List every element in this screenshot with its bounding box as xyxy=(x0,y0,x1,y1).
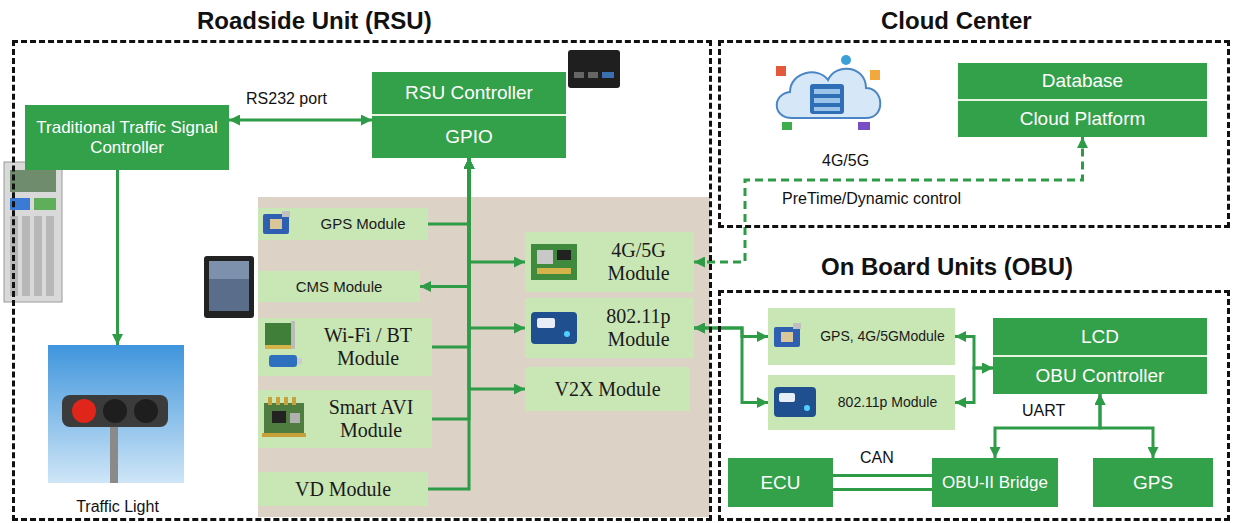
box-label: OBU-II Bridge xyxy=(942,473,1048,493)
connector-line xyxy=(469,158,525,262)
connector-label: RS232 port xyxy=(246,90,327,108)
box-label: ECU xyxy=(760,472,800,494)
gps-chip-icon xyxy=(773,322,805,350)
box-label: Wi-Fi / BT Module xyxy=(310,324,426,370)
connector-line xyxy=(955,337,993,369)
module-box: 802.11p Module xyxy=(525,298,694,358)
box-label: VD Module xyxy=(295,478,391,501)
link-label: 4G/5G xyxy=(822,152,869,170)
box-label: V2X Module xyxy=(554,378,660,401)
box-label: GPIO xyxy=(372,114,566,158)
controller-box: RSU ControllerGPIO xyxy=(372,72,566,158)
connector-line xyxy=(995,394,1100,458)
connector-line xyxy=(432,158,469,419)
box-label: 802.11p Module xyxy=(589,305,688,351)
connector-line xyxy=(469,158,525,389)
connector xyxy=(694,328,768,403)
module-panel xyxy=(258,197,710,517)
gps-chip-icon xyxy=(262,210,294,236)
module-box: 802.11p Module xyxy=(768,375,955,430)
connector-line xyxy=(432,158,469,347)
box-label: LCD xyxy=(993,318,1207,355)
connector xyxy=(432,158,469,347)
dsrc-device-icon xyxy=(529,308,581,348)
module-box: GPS Module xyxy=(258,208,428,240)
connector xyxy=(229,120,372,121)
box-label: 4G/5G Module xyxy=(589,239,688,285)
box-label: Database xyxy=(958,63,1207,99)
connector xyxy=(955,368,993,403)
component-box: OBU-II Bridge xyxy=(932,458,1058,507)
connector-label: CAN xyxy=(860,449,894,467)
connector xyxy=(469,158,525,262)
module-box: VD Module xyxy=(258,472,428,506)
region-frame: Roadside Unit (RSU)Traditional Traffic S… xyxy=(12,40,712,521)
region-frame: On Board Units (OBU)GPS, 4G/5GModule 802… xyxy=(718,290,1230,521)
connector xyxy=(469,158,525,389)
connector-label: PreTime/Dynamic control xyxy=(782,190,961,208)
connector xyxy=(694,137,1083,262)
connector-line xyxy=(116,170,119,345)
module-box: Smart AVI Module xyxy=(258,390,432,448)
controller-box: Traditional Traffic Signal Controller xyxy=(25,105,229,170)
module-box: GPS, 4G/5GModule xyxy=(768,308,955,365)
box-label: OBU Controller xyxy=(993,355,1207,394)
cms-screen-photo xyxy=(204,256,254,318)
component-box: ECU xyxy=(728,458,833,507)
platform-box: DatabaseCloud Platform xyxy=(958,63,1207,137)
wifi-card-icon xyxy=(261,321,303,373)
connector-line xyxy=(833,474,932,477)
cellular-board-icon xyxy=(529,238,581,286)
rsu-device-photo xyxy=(568,50,620,88)
traffic-light-picture xyxy=(48,345,186,485)
box-label: RSU Controller xyxy=(372,72,566,114)
box-label: GPS xyxy=(1133,472,1173,494)
traffic-light: Traffic Light xyxy=(40,345,195,518)
module-box: Wi-Fi / BT Module xyxy=(258,318,432,376)
cloud-icon xyxy=(776,55,880,130)
connector-line xyxy=(1100,394,1153,458)
box-label: Traditional Traffic Signal Controller xyxy=(33,118,221,157)
connector xyxy=(1100,394,1153,458)
box-label: 802.11p Module xyxy=(838,394,937,410)
box-label: Smart AVI Module xyxy=(316,396,426,442)
connector-line xyxy=(694,137,1083,262)
region-title: Cloud Center xyxy=(881,7,1032,35)
connector-line xyxy=(428,158,469,224)
bus-cable xyxy=(833,476,932,490)
connector xyxy=(955,337,993,369)
box-label: GPS, 4G/5GModule xyxy=(820,328,945,344)
connector xyxy=(117,170,118,345)
module-box: 4G/5G Module xyxy=(525,232,694,292)
region-title: Roadside Unit (RSU) xyxy=(197,7,432,35)
controller-box: LCDOBU Controller xyxy=(993,318,1207,394)
box-label: CMS Module xyxy=(296,278,383,295)
connector-label: UART xyxy=(1022,402,1065,420)
connector-line xyxy=(955,368,993,403)
connector-line xyxy=(694,328,768,403)
connector xyxy=(428,158,469,489)
component-box: GPS xyxy=(1093,458,1213,507)
connector-line xyxy=(229,119,372,122)
region-title: On Board Units (OBU) xyxy=(821,253,1073,281)
connector xyxy=(995,394,1100,458)
box-label: GPS Module xyxy=(320,215,405,232)
module-box: CMS Module xyxy=(258,271,420,302)
connector xyxy=(432,158,469,419)
module-box: V2X Module xyxy=(525,367,690,411)
box-label: Traffic Light xyxy=(76,498,159,516)
box-label: Cloud Platform xyxy=(958,99,1207,137)
avi-board-icon xyxy=(260,393,310,445)
connector-line xyxy=(469,158,525,328)
connector xyxy=(469,158,525,328)
dsrc-device-icon xyxy=(772,383,820,423)
connector-line xyxy=(428,158,469,489)
connector-line xyxy=(833,488,932,491)
connector xyxy=(428,158,469,224)
